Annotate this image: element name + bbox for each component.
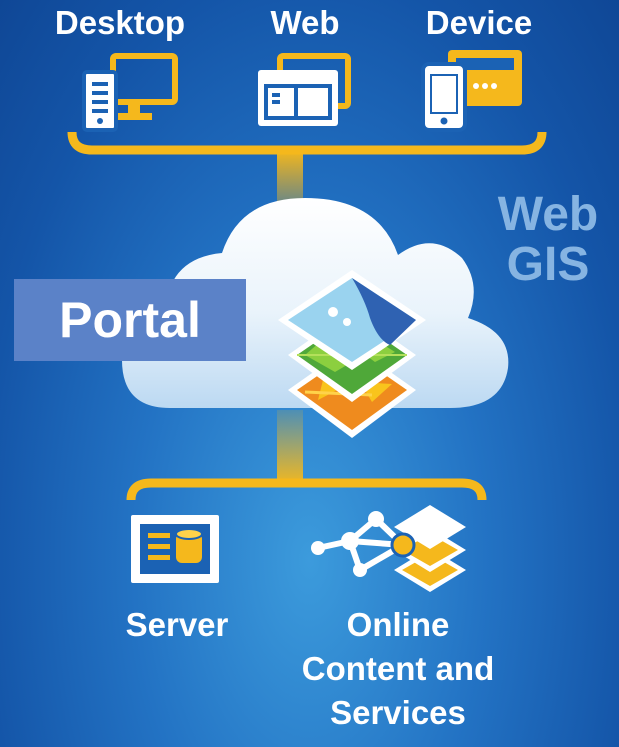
device-label: Device <box>425 4 533 41</box>
map-layers-icon <box>278 270 426 438</box>
network-layers-icon <box>311 505 466 592</box>
top-connector <box>67 131 547 220</box>
online-label-line3: Services <box>330 694 466 731</box>
bottom-connector <box>126 410 487 501</box>
web-gis-title: Web GIS <box>478 190 618 290</box>
online-label-line2: Content and <box>301 650 495 687</box>
online-label-line1: Online <box>346 606 450 643</box>
desktop-icon <box>82 53 178 132</box>
server-label: Server <box>125 606 229 643</box>
browser-window-icon <box>258 53 351 126</box>
web-gis-line2: GIS <box>506 238 590 291</box>
desktop-label: Desktop <box>54 4 186 41</box>
server-database-icon <box>131 515 219 583</box>
portal-label: Portal <box>59 292 201 348</box>
online-content-label: Online Content and Services <box>258 603 538 735</box>
web-label: Web <box>270 4 340 41</box>
web-gis-line1: Web <box>497 188 599 241</box>
phone-tablet-icon <box>421 50 522 132</box>
portal-box: Portal <box>14 279 246 361</box>
